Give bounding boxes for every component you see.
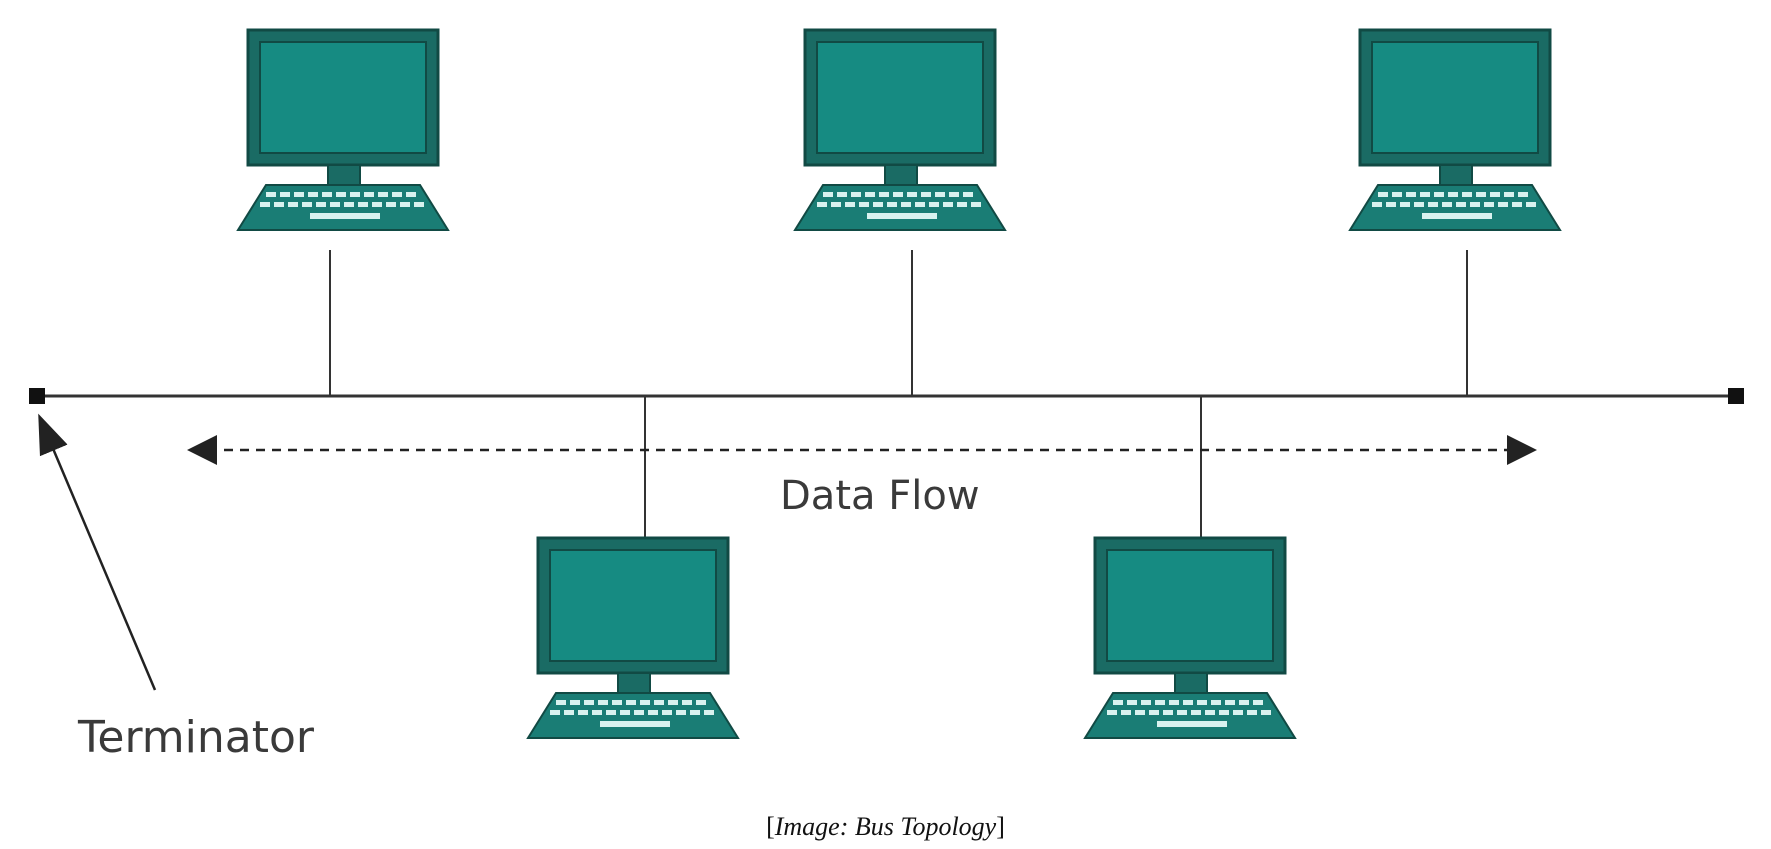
terminator-right bbox=[1728, 388, 1744, 404]
computer-1 bbox=[236, 28, 450, 232]
terminator-label: Terminator bbox=[77, 712, 315, 763]
caption-text: Image: Bus Topology bbox=[774, 812, 997, 841]
caption-close-bracket: ] bbox=[996, 812, 1005, 841]
terminator-left bbox=[29, 388, 45, 404]
figure-caption: [Image: Bus Topology] bbox=[0, 812, 1771, 842]
terminator-pointer-arrow bbox=[38, 413, 157, 691]
computer-4 bbox=[526, 536, 740, 740]
computer-5 bbox=[1083, 536, 1297, 740]
caption-open-bracket: [ bbox=[766, 812, 775, 841]
computer-3 bbox=[1348, 28, 1562, 232]
data-flow-label: Data Flow bbox=[780, 473, 980, 519]
computer-2 bbox=[793, 28, 1007, 232]
